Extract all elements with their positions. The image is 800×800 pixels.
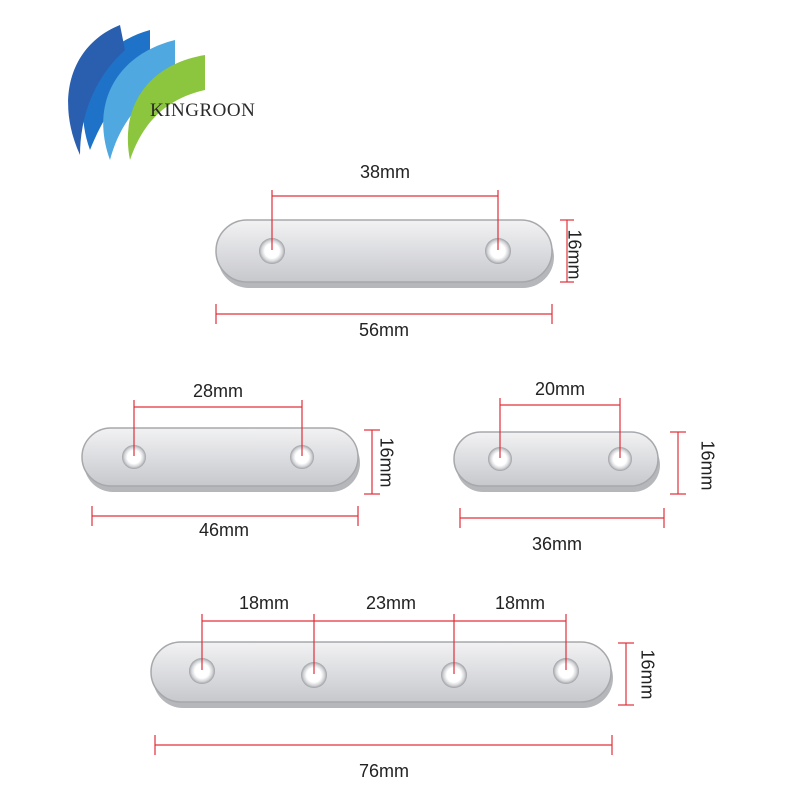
kingroon-logo <box>68 25 205 160</box>
mending-plate-2 <box>81 400 380 526</box>
plate-4-hole <box>553 658 579 684</box>
logo-swoosh-green <box>127 55 205 160</box>
plate-1-width-label: 16mm <box>564 229 585 280</box>
plate-2-hole <box>290 445 314 469</box>
plate-2-width-label: 16mm <box>376 437 397 488</box>
brand-name: KINGROON <box>150 100 256 121</box>
plate-1-spacing-label: 38mm <box>359 162 410 182</box>
plate-1-hole <box>259 238 285 264</box>
mending-plate-3 <box>453 398 686 528</box>
plate-1-hole <box>485 238 511 264</box>
plate-3-length-label: 36mm <box>531 534 582 554</box>
plate-3-width-label: 16mm <box>697 440 718 491</box>
plate-3-spacing-label: 20mm <box>534 379 585 399</box>
plate-4-spacing-label-1: 18mm <box>238 593 289 613</box>
mending-plate-4 <box>150 614 634 755</box>
plate-4-hole <box>301 662 327 688</box>
plate-1-length-label: 56mm <box>358 320 409 340</box>
plate-2-spacing-label: 28mm <box>192 381 243 401</box>
plate-4-spacing-label-3: 18mm <box>494 593 545 613</box>
plate-4-hole <box>189 658 215 684</box>
plate-2-hole <box>122 445 146 469</box>
plate-4-width-label: 16mm <box>637 649 658 700</box>
plate-3-hole <box>608 447 632 471</box>
plate-2-length-label: 46mm <box>198 520 249 540</box>
plate-3-hole <box>488 447 512 471</box>
mending-plate-1 <box>215 190 574 324</box>
plate-4-hole <box>441 662 467 688</box>
plate-4-length-label: 76mm <box>358 761 409 781</box>
plate-4-spacing-label-2: 23mm <box>365 593 416 613</box>
logo-swoosh-darkblue <box>68 25 125 155</box>
